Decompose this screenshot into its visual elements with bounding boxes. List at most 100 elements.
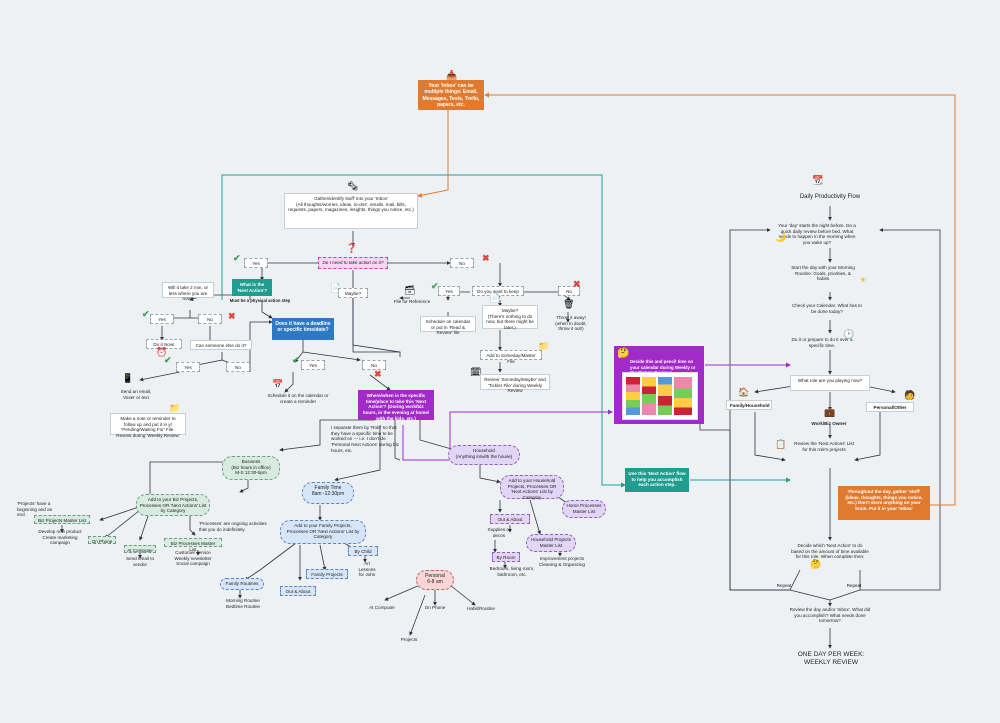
family-add-cloud: Add to your Family Projects, Processes O… [280, 520, 366, 544]
file-box-icon: 🗃 [404, 285, 416, 295]
yes-2min: Yes [150, 314, 174, 324]
home-processes: Home Processes Master List [562, 500, 606, 518]
review-someday-box: Review 'Someday/Maybe' and 'Tickler File… [480, 374, 550, 393]
x-icon: ✖ [374, 369, 382, 379]
projects-personal: Projects [400, 637, 418, 642]
work-owner-role: Work/Biz Owner [811, 421, 847, 426]
family-time-cloud: Family Time 8am -12:30pm [302, 482, 354, 504]
biz-projects-list: Biz Projects Master List [34, 515, 90, 524]
folder-icon: 📁 [538, 341, 550, 351]
folder-icon: 📁 [169, 403, 181, 413]
alarm-icon: ⏰ [156, 347, 168, 357]
review-next-step: Review the 'Next Actions' List for this … [794, 441, 854, 452]
personal-cloud: Personal 6-8 am [416, 570, 454, 590]
x-icon: ✖ [228, 311, 236, 321]
biz-processes-list: Biz Processes Master List [164, 538, 222, 552]
next-action-box: What is the 'Next Action'? [232, 279, 272, 296]
repeat-left: Repeat [776, 583, 792, 588]
check-icon: ✔ [233, 253, 241, 263]
weekly-review: ONE DAY PER WEEK: WEEKLY REVIEW [797, 651, 865, 667]
out-about-house: Out & About [490, 514, 530, 524]
document-icon: 🗞 [347, 181, 359, 191]
calendar-icon: 📆 [812, 175, 824, 185]
house-add-cloud: Add to your Household Projects, Processe… [500, 475, 564, 500]
household-projects: Household Projects Master List [526, 534, 576, 552]
use-flow-box: Use this 'Next Action' flow to help you … [625, 468, 689, 492]
biz-add-cloud: Add to your Biz Projects, Processes OR '… [136, 494, 210, 516]
physical-note: Must be a physical action step [229, 298, 291, 303]
customer-items: Customer service Weekly newsletter Socia… [174, 550, 212, 567]
no-main: No [450, 258, 474, 268]
art-lessons: Art Lessons for John [358, 561, 376, 578]
x-icon: ✖ [573, 279, 581, 289]
clock-icon: 🕒 [843, 329, 855, 339]
schedule-it: Schedule it on the calendar or create a … [267, 393, 329, 404]
habit-routine: Habit/Routine [467, 606, 495, 611]
decide-which-step: Decide which 'Next Action' to do based o… [791, 543, 869, 560]
yes-keep: Yes [438, 286, 460, 296]
do-it-now: Do it Now! [146, 339, 182, 349]
someday-box: Add to Someday/Master File [480, 350, 542, 364]
review-day-step: Review the day and/or 'Inbox'. What did … [789, 607, 871, 624]
processes-note: 'Processes' are ongoing activities that … [199, 521, 267, 532]
check-icon: ✔ [292, 355, 300, 365]
thinking-face-icon: 🤔 [810, 559, 822, 569]
throughout-box: Throughout the day, gather 'stuff' (idea… [838, 486, 930, 520]
send-email: Send an email, Voxer or text [120, 389, 152, 400]
yes-main: Yes [244, 258, 268, 268]
no-delegate: No [226, 362, 250, 372]
morning-routines: Morning Routine Bedtime Routine [226, 598, 260, 609]
at-computer-biz: At Computer [124, 545, 156, 553]
household-cloud: Household (Anything in/with the house) [448, 445, 520, 465]
do-it-time-step: Do it or prepare to do it over a specifi… [791, 337, 853, 348]
develop-items: Develop new product Create marketing cam… [38, 529, 82, 546]
make-note-box: Make a note or reminder to follow up and… [110, 413, 186, 438]
family-household-role: Family/Household [726, 400, 772, 410]
calendar-icon: 🗓 [470, 367, 482, 377]
trash-icon: 🗑 [563, 299, 575, 309]
morning-routine-step: Start the day with your Morning Routine:… [791, 265, 855, 282]
keep-it-box: Do you want to keep it? [472, 286, 524, 300]
briefcase-icon: 💼 [824, 407, 836, 417]
calendar-icon: 📅 [272, 379, 284, 389]
maybe-main: Maybe? [338, 288, 368, 298]
sun-icon: ☀ [859, 275, 868, 285]
separate-note: I separate them by 'Role' so that they h… [331, 425, 399, 453]
gather-box: Gather/identify stuff' into your 'Inbox'… [284, 193, 418, 229]
deadline-box: Does it have a deadline or specific time… [272, 318, 334, 340]
rooms: Bedroom, living room, bathroom, etc. [489, 566, 535, 577]
on-phone-personal: On Phone [424, 605, 446, 610]
need-action-box: Do I need to take action on it? [318, 257, 388, 269]
daily-flow-title: Daily Productivity Flow [799, 194, 861, 200]
thinking-face-icon: 🤔 [617, 348, 630, 359]
improvement-projects: Improvement projects Cleaning & Organizi… [539, 556, 585, 567]
check-calendar-step: Check your Calendar. What has to be done… [792, 303, 862, 314]
check-icon: ✔ [431, 281, 439, 291]
repeat-right: Repeat [846, 583, 862, 588]
avatar-icon: 🧑 [904, 390, 916, 400]
on-phone-biz: On Phone [88, 536, 116, 544]
calendar-thumbnail [622, 372, 698, 420]
decide-calendar-box: 🤔 Decide this and pencil time on your ca… [614, 346, 704, 424]
schedule-review-box: Schedule on calendar or put in 'Read & R… [420, 316, 476, 335]
yes-deadline: Yes [301, 360, 325, 370]
document-icon: 📄 [489, 293, 501, 303]
maybe-keep-box: Maybe? (There's nothing to do now, but t… [482, 305, 538, 330]
inbox-box: Your 'Inbox' can be multiple things: Ema… [418, 80, 484, 110]
check-icon: ✔ [164, 355, 172, 365]
personal-other-role: Personal/Other [866, 402, 914, 412]
out-about-family: Out & About [280, 586, 316, 596]
throw-away: Throw it away! (when in doubt, throw it … [555, 315, 587, 332]
what-role-box: What role are you playing now? [790, 375, 870, 391]
question-mark-icon: ❓ [346, 243, 358, 253]
family-projects: Family Projects [306, 569, 348, 579]
inbox-tray-icon: 📥 [446, 70, 458, 80]
no-keep: No [558, 286, 580, 296]
yes-delegate: Yes [176, 362, 200, 372]
x-icon: ✖ [482, 253, 490, 263]
document-icon: 📄 [330, 283, 342, 293]
check-icon: ✔ [142, 309, 150, 319]
phone-icon: 📱 [122, 373, 134, 383]
someone-else-box: Can someone else do it? [190, 340, 252, 350]
